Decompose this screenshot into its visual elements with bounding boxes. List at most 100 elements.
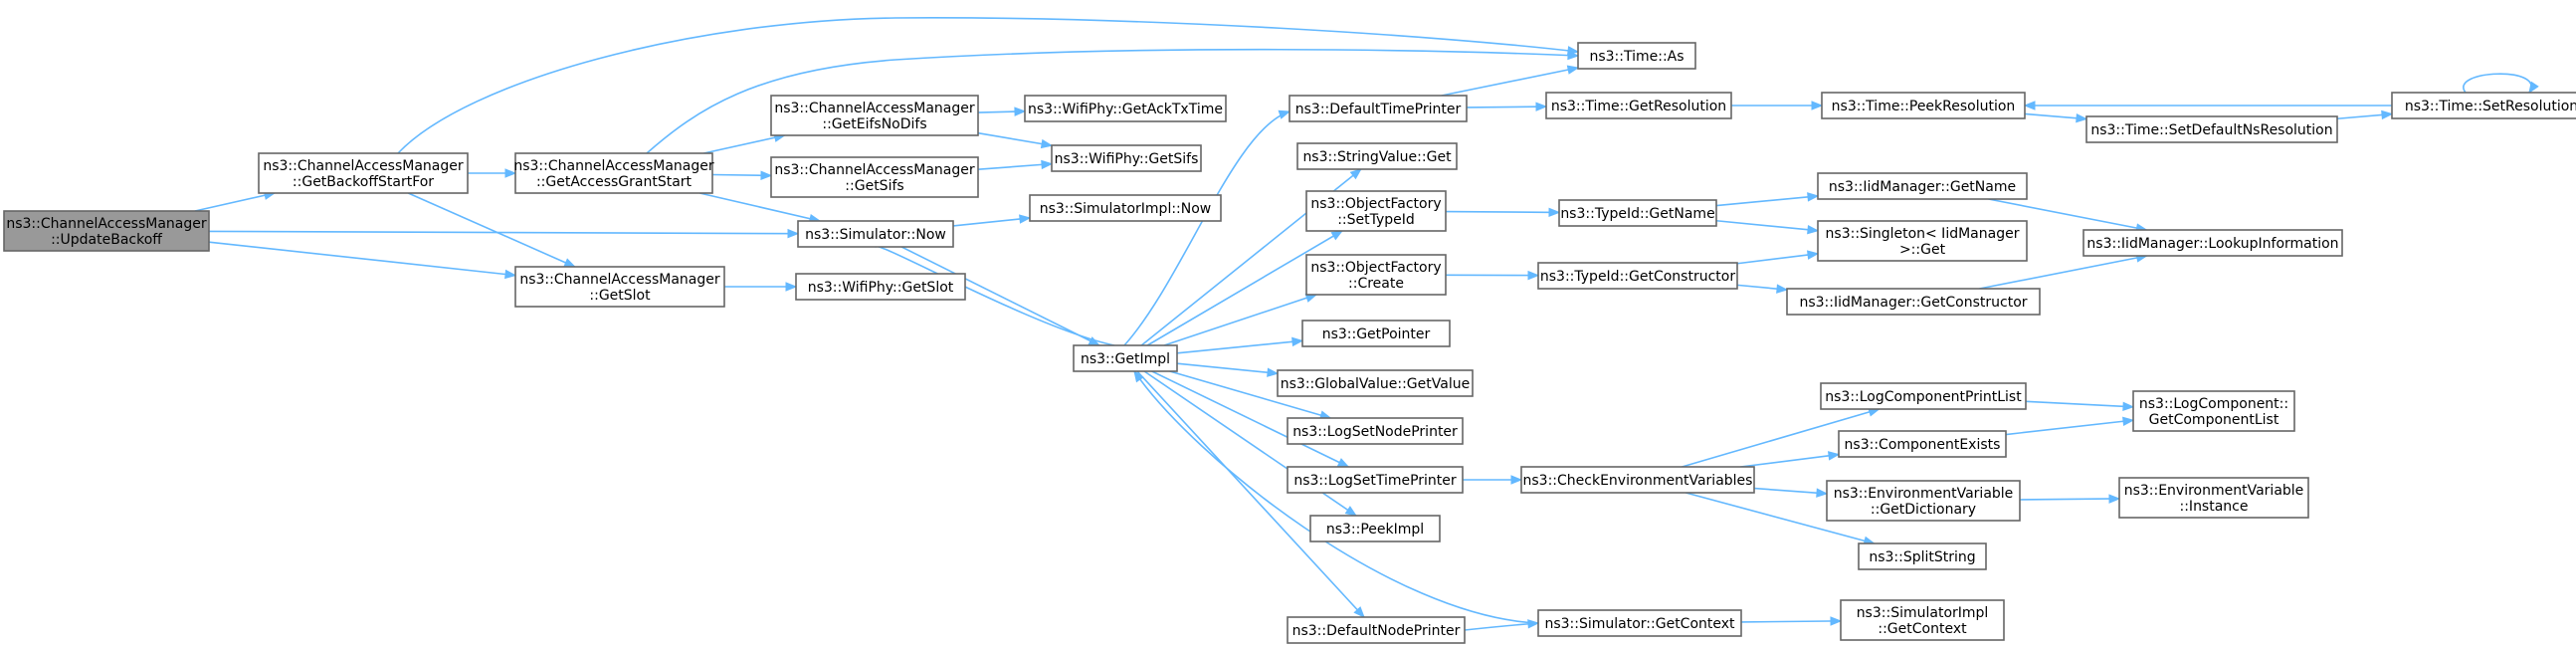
call-edge-defaultNodePrinter-to-simulatorGetContext — [1464, 622, 1539, 631]
node-globalValueGetValue[interactable]: ns3::GlobalValue::GetValue — [1277, 369, 1474, 397]
call-edge-checkEnvVars-to-componentExists — [1740, 453, 1840, 468]
node-box — [1520, 466, 1755, 494]
node-box — [1073, 344, 1178, 372]
node-envInstance[interactable]: ns3::EnvironmentVariable::Instance — [2118, 477, 2309, 519]
node-getAccessGrantStart[interactable]: ns3::ChannelAccessManager::GetAccessGran… — [513, 152, 714, 194]
call-edge-updateBackoff-to-simulatorNow — [208, 230, 799, 235]
arrowhead-getImpl-to-peekImpl — [1344, 506, 1358, 517]
node-wifiGetSlot[interactable]: ns3::WifiPhy::GetSlot — [795, 273, 966, 301]
node-iidLookupInformation[interactable]: ns3::IidManager::LookupInformation — [2082, 229, 2343, 257]
node-logComponentGetList[interactable]: ns3::LogComponent::GetComponentList — [2132, 390, 2295, 432]
call-edge-objFactorySetTypeId-to-typeIdGetName — [1445, 210, 1560, 214]
call-edge-updateBackoff-to-getSlot — [208, 241, 516, 277]
node-updateBackoff[interactable]: ns3::ChannelAccessManager::UpdateBackoff — [3, 210, 210, 252]
node-simImplGetContext[interactable]: ns3::SimulatorImpl::GetContext — [1840, 599, 2005, 641]
node-timeSetDefaultNsResolution[interactable]: ns3::Time::SetDefaultNsResolution — [2085, 115, 2338, 143]
node-label: GetComponentList — [2149, 412, 2279, 428]
node-box — [1305, 254, 1447, 296]
node-timeSetResolution[interactable]: ns3::Time::SetResolution — [2391, 92, 2576, 119]
node-label: ns3::Singleton< IidManager — [1826, 226, 2020, 242]
node-box — [258, 152, 469, 194]
node-simulatorGetContext[interactable]: ns3::Simulator::GetContext — [1537, 609, 1742, 637]
node-label: ns3::EnvironmentVariable — [1834, 486, 2014, 502]
node-label: ns3::LogComponent:: — [2139, 396, 2288, 412]
node-getEifsNoDifs[interactable]: ns3::ChannelAccessManager::GetEifsNoDifs — [770, 95, 979, 136]
node-box — [795, 273, 966, 301]
node-checkEnvVars[interactable]: ns3::CheckEnvironmentVariables — [1520, 466, 1755, 494]
node-label: ns3::ChannelAccessManager — [774, 101, 975, 116]
node-defaultNodePrinter[interactable]: ns3::DefaultNodePrinter — [1287, 616, 1466, 644]
node-timeAs[interactable]: ns3::Time::As — [1577, 42, 1696, 70]
node-getBackoffStartFor[interactable]: ns3::ChannelAccessManager::GetBackoffSta… — [258, 152, 469, 194]
node-simulatorNow[interactable]: ns3::Simulator::Now — [797, 220, 954, 248]
node-camGetSifs[interactable]: ns3::ChannelAccessManager::GetSifs — [770, 156, 979, 198]
call-edge-getAccessGrantStart-to-timeAs — [646, 48, 1579, 154]
node-logSetTimePrinter[interactable]: ns3::LogSetTimePrinter — [1287, 466, 1464, 494]
node-getSlot[interactable]: ns3::ChannelAccessManager::GetSlot — [514, 266, 725, 308]
node-box — [1545, 92, 1732, 119]
node-wifiGetSifs[interactable]: ns3::WifiPhy::GetSifs — [1051, 144, 1202, 172]
node-label: ::GetContext — [1878, 621, 1967, 637]
node-box — [1838, 430, 2007, 458]
node-label: ns3::PeekImpl — [1326, 522, 1424, 538]
arrowhead-simulatorGetContext-to-getImpl — [1133, 369, 1144, 383]
call-edge-updateBackoff-to-getBackoffStartFor — [194, 192, 276, 212]
node-objFactorySetTypeId[interactable]: ns3::ObjectFactory::SetTypeId — [1305, 190, 1447, 232]
node-logComponentPrintList[interactable]: ns3::LogComponentPrintList — [1820, 382, 2027, 410]
node-label: ns3::LogSetTimePrinter — [1293, 473, 1457, 489]
node-label: ns3::TypeId::GetName — [1560, 206, 1714, 222]
call-edge-envGetDictionary-to-envInstance — [2019, 498, 2120, 501]
node-box — [1277, 369, 1474, 397]
node-typeIdGetName[interactable]: ns3::TypeId::GetName — [1558, 199, 1717, 227]
node-label: ns3::Time::GetResolution — [1551, 99, 1726, 114]
node-label: ns3::Time::SetDefaultNsResolution — [2090, 122, 2332, 138]
arrowhead-timePeekResolution-to-timeSetDefaultNsResolution — [2076, 112, 2088, 123]
node-box — [1786, 288, 2041, 316]
node-label: ::GetEifsNoDifs — [822, 116, 926, 132]
node-logSetNodePrinter[interactable]: ns3::LogSetNodePrinter — [1287, 417, 1464, 445]
node-label: ns3::IidManager::GetName — [1829, 179, 2016, 195]
call-edge-checkEnvVars-to-envGetDictionary — [1753, 487, 1828, 495]
node-box — [2391, 92, 2576, 119]
arrowhead-simulatorNow-to-simImplNow — [1019, 214, 1032, 224]
node-label: ns3::IidManager::GetConstructor — [1799, 295, 2027, 311]
node-objFactoryCreate[interactable]: ns3::ObjectFactory::Create — [1305, 254, 1447, 296]
call-edge-simulatorNow-to-simImplNow — [952, 217, 1031, 227]
arrowhead-getAccessGrantStart-to-camGetSifs — [760, 170, 773, 180]
node-timeGetResolution[interactable]: ns3::Time::GetResolution — [1545, 92, 1732, 119]
node-wifiGetAckTxTime[interactable]: ns3::WifiPhy::GetAckTxTime — [1024, 95, 1227, 122]
call-edge-camGetSifs-to-wifiGetSifs — [977, 162, 1053, 170]
node-iidGetConstructor[interactable]: ns3::IidManager::GetConstructor — [1786, 288, 2041, 316]
call-edge-iidGetName-to-iidLookupInformation — [1988, 198, 2147, 231]
node-singletonGet[interactable]: ns3::Singleton< IidManager >::Get — [1817, 220, 2028, 262]
node-label: ::Create — [1348, 276, 1404, 292]
node-box — [1858, 542, 1987, 570]
call-edge-timeSetResolution-to-timeSetResolution — [2463, 73, 2532, 94]
node-box — [1558, 199, 1717, 227]
node-box — [770, 95, 979, 136]
node-timePeekResolution[interactable]: ns3::Time::PeekResolution — [1821, 92, 2026, 119]
arrowhead-getAccessGrantStart-to-timeAs — [1567, 50, 1580, 61]
node-box — [1577, 42, 1696, 70]
node-label: ns3::Simulator::Now — [805, 227, 946, 243]
call-edge-checkEnvVars-to-logComponentPrintList — [1682, 408, 1880, 468]
call-edge-getImpl-to-logSetNodePrinter — [1169, 370, 1331, 419]
node-getImpl[interactable]: ns3::GetImpl — [1073, 344, 1178, 372]
node-getPointer[interactable]: ns3::GetPointer — [1301, 320, 1451, 347]
node-simImplNow[interactable]: ns3::SimulatorImpl::Now — [1029, 194, 1222, 222]
call-edge-getBackoffStartFor-to-timeAs — [397, 17, 1579, 154]
node-typeIdGetConstructor[interactable]: ns3::TypeId::GetConstructor — [1537, 262, 1738, 290]
arrowhead-getSlot-to-wifiGetSlot — [785, 282, 798, 292]
node-envGetDictionary[interactable]: ns3::EnvironmentVariable::GetDictionary — [1826, 480, 2021, 522]
node-iidGetName[interactable]: ns3::IidManager::GetName — [1817, 172, 2028, 200]
node-defaultTimePrinter[interactable]: ns3::DefaultTimePrinter — [1288, 95, 1468, 122]
arrowhead-getEifsNoDifs-to-wifiGetSifs — [1040, 138, 1054, 149]
arrowhead-checkEnvVars-to-envGetDictionary — [1816, 488, 1829, 498]
node-stringValueGet[interactable]: ns3::StringValue::Get — [1296, 142, 1458, 170]
node-componentExists[interactable]: ns3::ComponentExists — [1838, 430, 2007, 458]
call-edge-getBackoffStartFor-to-getSlot — [407, 192, 576, 268]
node-peekImpl[interactable]: ns3::PeekImpl — [1309, 515, 1441, 542]
node-label: >::Get — [1899, 242, 1946, 258]
node-splitString[interactable]: ns3::SplitString — [1858, 542, 1987, 570]
arrowhead-checkEnvVars-to-componentExists — [1827, 451, 1841, 461]
